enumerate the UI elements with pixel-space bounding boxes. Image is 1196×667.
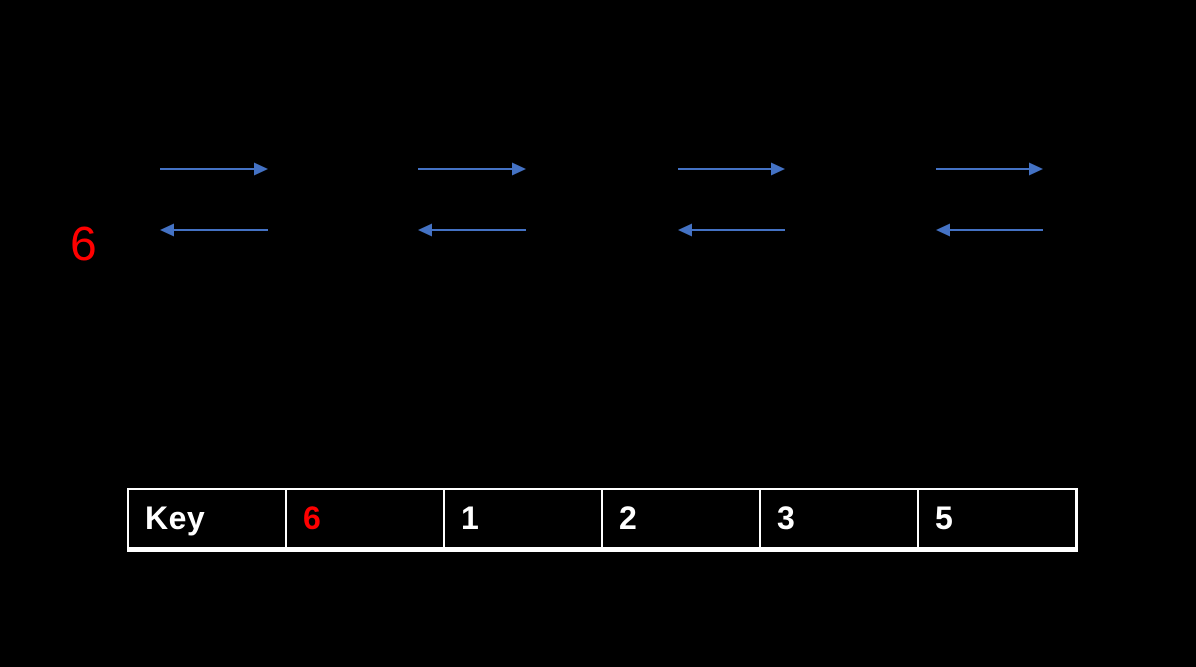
pointer-arrow-pair <box>678 162 785 237</box>
key-table-header-cell: Key <box>145 500 206 536</box>
search-key-label: 6 <box>70 218 97 271</box>
next-pointer-arrowhead-icon <box>254 162 268 176</box>
prev-pointer-arrowhead-icon <box>418 223 432 237</box>
prev-pointer-arrowhead-icon <box>936 223 950 237</box>
next-pointer-arrowhead-icon <box>771 162 785 176</box>
pointer-arrow-pair <box>160 162 268 237</box>
key-table: Key 6 1 2 3 5 <box>127 488 1078 552</box>
key-table-cell: 5 <box>917 490 1075 547</box>
next-pointer-arrowhead-icon <box>1029 162 1043 176</box>
key-table-cell: 2 <box>601 490 759 547</box>
key-table-cell: 3 <box>759 490 917 547</box>
key-table-cell: 1 <box>443 490 601 547</box>
prev-pointer-arrowhead-icon <box>678 223 692 237</box>
next-pointer-arrowhead-icon <box>512 162 526 176</box>
pointer-arrow-pair <box>418 162 526 237</box>
pointer-arrow-pair <box>936 162 1043 237</box>
key-table-cell: 6 <box>285 490 443 547</box>
prev-pointer-arrowhead-icon <box>160 223 174 237</box>
